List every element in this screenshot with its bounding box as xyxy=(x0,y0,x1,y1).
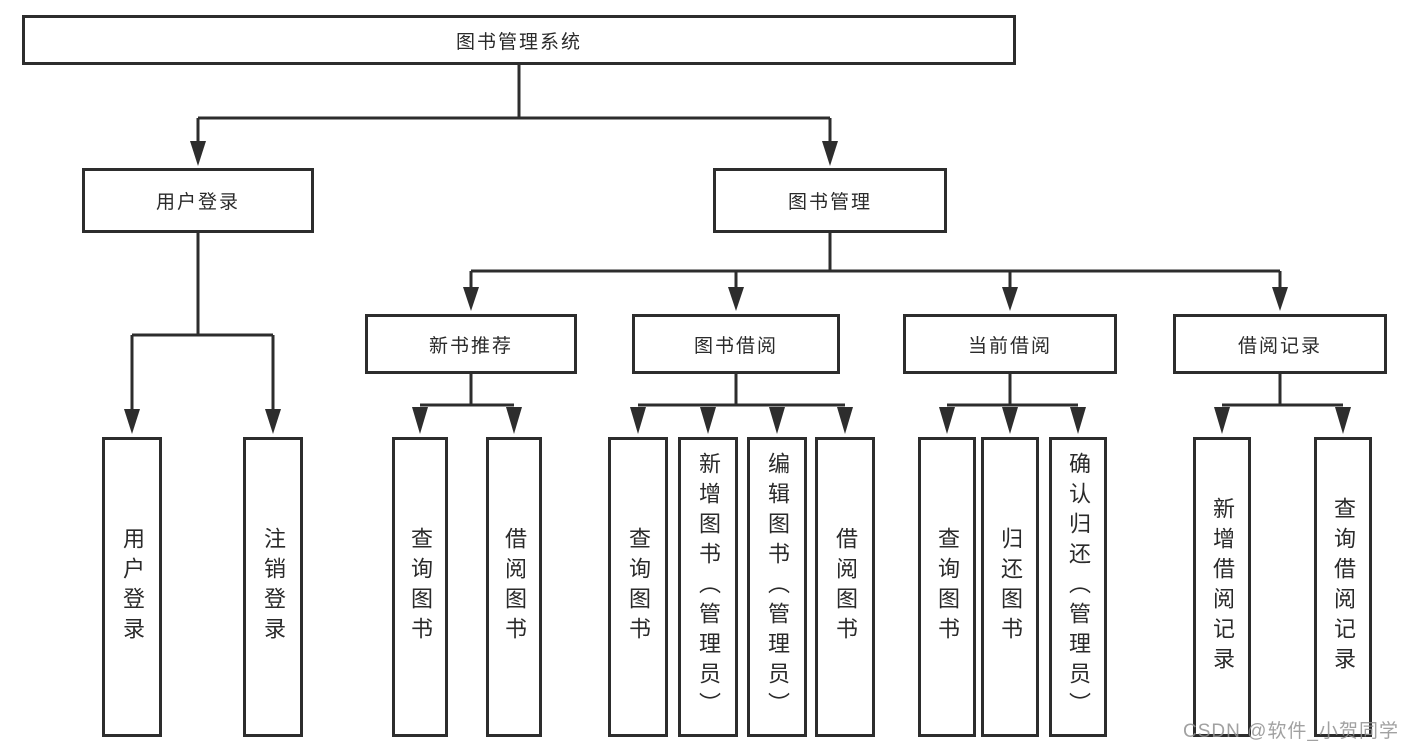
node-label: 借阅记录 xyxy=(1237,335,1322,357)
node-label: 查询借阅记录 xyxy=(1331,497,1356,677)
node-label: 新增图书（管理员） xyxy=(696,452,721,722)
node-label: 查询图书 xyxy=(408,527,433,647)
node-label: 图书管理系统 xyxy=(455,31,582,53)
node-book-borrowing: 图书借阅 xyxy=(632,314,840,374)
node-borrowing-records: 借阅记录 xyxy=(1173,314,1387,374)
node-label: 借阅图书 xyxy=(502,527,527,647)
arrow-down-icons xyxy=(124,141,1351,434)
node-label: 图书管理 xyxy=(787,192,872,213)
node-logout: 注销登录 xyxy=(243,437,303,737)
node-label: 查询图书 xyxy=(626,527,651,647)
csdn-watermark: CSDN @软件_小贺同学 xyxy=(1183,721,1399,742)
node-query-books-1: 查询图书 xyxy=(392,437,448,737)
node-user-login-branch: 用户登录 xyxy=(82,168,314,233)
node-query-books-3: 查询图书 xyxy=(918,437,976,737)
node-return-books: 归还图书 xyxy=(981,437,1039,737)
node-current-borrowing: 当前借阅 xyxy=(903,314,1117,374)
node-query-borrow-record: 查询借阅记录 xyxy=(1314,437,1372,737)
node-add-borrow-record: 新增借阅记录 xyxy=(1193,437,1251,737)
node-label: 当前借阅 xyxy=(967,335,1052,357)
node-label: 确认归还（管理员） xyxy=(1066,452,1091,722)
node-user-login-leaf: 用户登录 xyxy=(102,437,162,737)
node-label: 注销登录 xyxy=(261,527,286,647)
node-add-books-admin: 新增图书（管理员） xyxy=(678,437,738,737)
node-label: 用户登录 xyxy=(155,192,240,213)
node-query-books-2: 查询图书 xyxy=(608,437,668,737)
node-confirm-return-admin: 确认归还（管理员） xyxy=(1049,437,1107,737)
node-label: 图书借阅 xyxy=(693,335,778,357)
node-label: 归还图书 xyxy=(998,527,1023,647)
node-borrow-books-2: 借阅图书 xyxy=(815,437,875,737)
node-library-management-system: 图书管理系统 xyxy=(22,15,1016,65)
node-label: 用户登录 xyxy=(120,527,145,647)
node-label: 借阅图书 xyxy=(833,527,858,647)
node-borrow-books-1: 借阅图书 xyxy=(486,437,542,737)
node-edit-books-admin: 编辑图书（管理员） xyxy=(747,437,807,737)
node-label: 编辑图书（管理员） xyxy=(765,452,790,722)
node-book-management: 图书管理 xyxy=(713,168,947,233)
node-label: 查询图书 xyxy=(935,527,960,647)
node-new-book-recommendation: 新书推荐 xyxy=(365,314,577,374)
node-label: 新增借阅记录 xyxy=(1210,497,1235,677)
connector-path xyxy=(130,65,1343,409)
node-label: 新书推荐 xyxy=(428,335,513,357)
